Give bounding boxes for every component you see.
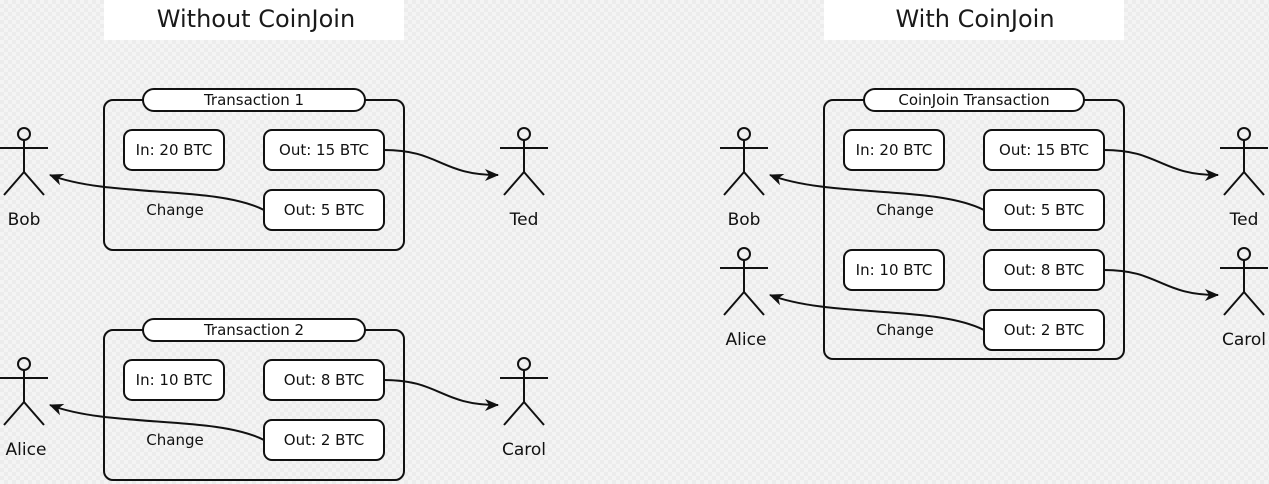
change-label: Change (146, 201, 203, 219)
recipient-actor-icon (500, 127, 548, 196)
transaction-1-label: Transaction 1 (203, 91, 304, 109)
recipient-name: Carol (502, 440, 546, 460)
sender-name: Bob (728, 210, 761, 230)
sender-actor-icon (0, 357, 48, 426)
output-amount: Out: 8 BTC (284, 371, 364, 389)
change-arrow (769, 294, 985, 331)
payment-arrow (1103, 149, 1219, 181)
input-box (843, 249, 945, 291)
coinjoin-label: CoinJoin Transaction (898, 91, 1049, 109)
recipient-name: Ted (509, 210, 539, 230)
payment-arrow (383, 379, 499, 411)
sender-name: Alice (6, 440, 47, 460)
payment-arrow (1103, 269, 1219, 301)
input-box (843, 129, 945, 171)
sender-actor-icon (720, 247, 768, 316)
right-title-background (824, 0, 1124, 40)
change-label: Change (146, 431, 203, 449)
right-panel: With CoinJoin CoinJoin Transaction In: 2… (720, 0, 1268, 360)
change-output-amount: Out: 2 BTC (284, 431, 364, 449)
left-panel: Without CoinJoin Transaction 1 In: 20 BT… (0, 0, 548, 481)
output-amount: Out: 8 BTC (1004, 261, 1084, 279)
coinjoin-label-pill (863, 88, 1085, 112)
left-panel-title: Without CoinJoin (157, 5, 355, 33)
transaction-2: Transaction 2 In: 10 BTC Out: 8 BTC Out:… (0, 318, 548, 481)
input-box (123, 129, 225, 171)
input-amount: In: 10 BTC (136, 371, 213, 389)
input-amount: In: 20 BTC (136, 141, 213, 159)
recipient-actor-icon (500, 357, 548, 426)
input-box (123, 359, 225, 401)
change-output-amount: Out: 2 BTC (1004, 321, 1084, 339)
right-panel-title: With CoinJoin (895, 5, 1054, 33)
transaction-1-label-pill (142, 88, 366, 112)
change-output-amount: Out: 5 BTC (284, 201, 364, 219)
left-title-background (104, 0, 404, 40)
change-arrow (769, 174, 985, 211)
output-amount: Out: 15 BTC (279, 141, 369, 159)
sender-name: Bob (8, 210, 41, 230)
change-arrow (49, 174, 265, 211)
recipient-actor-icon (1220, 127, 1268, 196)
recipient-name: Carol (1222, 330, 1266, 350)
payment-arrow (383, 149, 499, 181)
sender-actor-icon (720, 127, 768, 196)
change-arrow (49, 404, 265, 441)
transaction-2-label-pill (142, 318, 366, 342)
input-amount: In: 20 BTC (856, 141, 933, 159)
sender-name: Alice (726, 330, 767, 350)
transaction-2-label: Transaction 2 (203, 321, 304, 339)
change-label: Change (876, 321, 933, 339)
input-amount: In: 10 BTC (856, 261, 933, 279)
recipient-name: Ted (1229, 210, 1259, 230)
sender-actor-icon (0, 127, 48, 196)
change-label: Change (876, 201, 933, 219)
recipient-actor-icon (1220, 247, 1268, 316)
transaction-1: Transaction 1 In: 20 BTC Out: 15 BTC Out… (0, 88, 548, 251)
change-output-amount: Out: 5 BTC (1004, 201, 1084, 219)
output-amount: Out: 15 BTC (999, 141, 1089, 159)
coinjoin-transaction: CoinJoin Transaction In: 20 BTC In: 10 B… (769, 88, 1219, 360)
